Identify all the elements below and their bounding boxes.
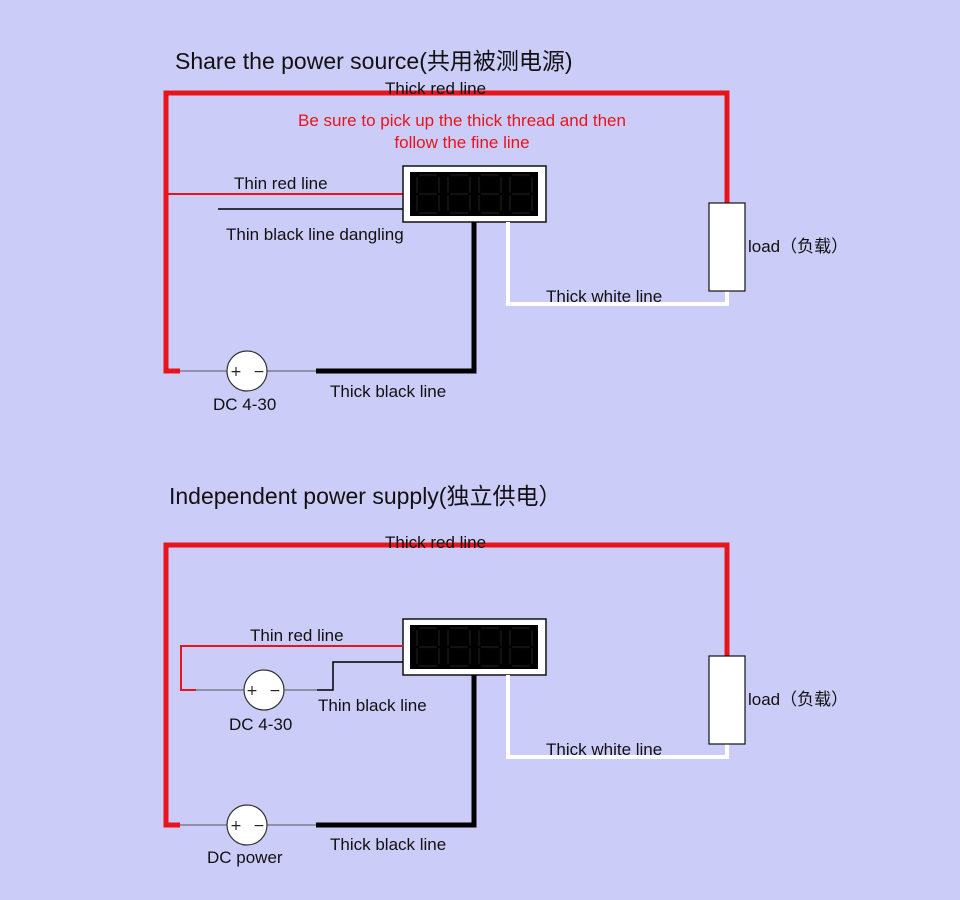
- voltmeter-display-2: [402, 618, 547, 676]
- seven-segment-digit: [446, 626, 472, 668]
- dc-source-1: + −: [226, 350, 268, 392]
- thin-black-wire-label-2: Thin black line: [318, 696, 427, 715]
- diagram-shared-power-source: Share the power source(共用被测电源) Thick red…: [163, 48, 848, 414]
- aux-source-label: DC 4-30: [229, 715, 292, 734]
- diagram2-title: Independent power supply(独立供电）: [169, 483, 561, 509]
- seven-segment-digit: [477, 626, 503, 668]
- aux-dc-source: + −: [243, 669, 285, 711]
- diagram-independent-power-supply: Independent power supply(独立供电） Thick red…: [163, 483, 848, 867]
- plus-sign: +: [246, 683, 258, 699]
- thick-red-wire-label: Thick red line: [385, 79, 486, 98]
- seven-segment-digit: [508, 173, 534, 215]
- thin-black-wire-2: [317, 661, 403, 691]
- thin-red-wire-label: Thin red line: [234, 174, 328, 193]
- seven-segment-digit: [508, 626, 534, 668]
- thick-white-wire-label: Thick white line: [546, 287, 662, 306]
- thick-black-wire-2: [316, 675, 477, 828]
- warning-text-line1: Be sure to pick up the thick thread and …: [298, 111, 626, 130]
- minus-sign: −: [253, 364, 265, 380]
- minus-sign: −: [253, 818, 265, 834]
- thick-white-wire: [506, 222, 729, 306]
- voltmeter-display-1: [402, 165, 547, 223]
- seven-segment-digit: [415, 626, 441, 668]
- thin-black-wire-label: Thin black line dangling: [226, 225, 404, 244]
- main-source-label: DC power: [207, 848, 283, 867]
- load-resistor-2: [708, 655, 746, 745]
- load-label-1: load（负载）: [748, 237, 848, 256]
- thick-black-wire-label: Thick black line: [330, 382, 446, 401]
- load-label-2: load（负载）: [748, 690, 848, 709]
- thick-red-wire: [163, 90, 730, 374]
- thick-black-wire-label-2: Thick black line: [330, 835, 446, 854]
- load-resistor-1: [708, 202, 746, 292]
- seven-segment-digit: [415, 173, 441, 215]
- diagram1-title: Share the power source(共用被测电源): [175, 48, 573, 74]
- plus-sign: +: [230, 818, 242, 834]
- thick-red-wire-2: [163, 542, 730, 828]
- minus-sign: −: [269, 683, 281, 699]
- thick-white-wire-2: [506, 675, 729, 759]
- source-label-1: DC 4-30: [213, 395, 276, 414]
- thin-red-wire-2: [180, 645, 403, 691]
- seven-segment-digit: [446, 173, 472, 215]
- thick-red-wire-label-2: Thick red line: [385, 533, 486, 552]
- warning-text-line2: follow the fine line: [394, 133, 529, 152]
- thick-white-wire-label-2: Thick white line: [546, 740, 662, 759]
- plus-sign: +: [230, 364, 242, 380]
- thin-red-wire-label-2: Thin red line: [250, 626, 344, 645]
- seven-segment-digit: [477, 173, 503, 215]
- main-dc-source: + −: [226, 804, 268, 846]
- thick-black-wire: [316, 222, 477, 374]
